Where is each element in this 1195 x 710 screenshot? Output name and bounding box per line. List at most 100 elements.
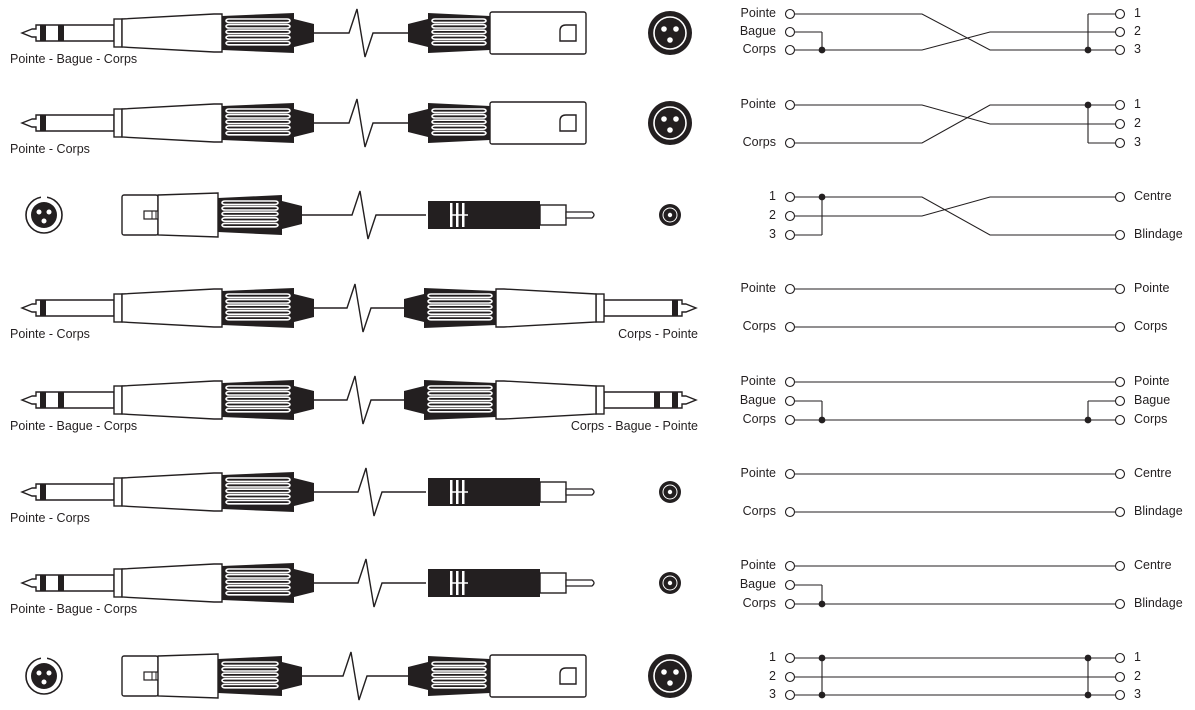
wire: [795, 104, 1115, 125]
wire-bridge: [818, 654, 826, 699]
pin-label-right: 1: [1134, 650, 1141, 664]
pin-label-right: Corps: [1134, 319, 1168, 333]
wire: [795, 31, 1115, 51]
cable-row-5: [20, 375, 698, 425]
cable-break: [314, 283, 404, 333]
connector-grip: [408, 13, 490, 53]
rca-face-icon: [659, 572, 681, 594]
rca-face-icon: [659, 204, 681, 226]
pin-label-left: 3: [769, 687, 776, 701]
cable-break: [314, 98, 408, 148]
connector-grip: [218, 195, 302, 235]
wiring-schematic-6: [784, 468, 1126, 518]
pin-label-right: 3: [1134, 687, 1141, 701]
cable-break: [314, 8, 408, 58]
wire: [795, 104, 1115, 144]
connector-grip: [222, 288, 314, 328]
terminal-left: [784, 468, 796, 480]
trs-jack-plug: [20, 380, 314, 420]
terminal-left: [784, 321, 796, 333]
pin-label-right: Bague: [1134, 393, 1171, 407]
terminal-left: [784, 229, 796, 241]
right-plug-caption: Corps - Pointe: [618, 327, 698, 341]
xlr-male-face-icon: [648, 11, 692, 55]
cable-row-7: [20, 558, 681, 608]
pin-label-left: 1: [769, 189, 776, 203]
pin-label-right: Blindage: [1134, 504, 1183, 518]
cable-row-4: [20, 283, 698, 333]
cable-break: [314, 375, 404, 425]
right-plug-caption: Corps - Bague - Pointe: [570, 419, 698, 433]
terminal-left: [784, 44, 796, 56]
terminal-right: [1114, 26, 1126, 38]
pin-label-right: Centre: [1134, 466, 1172, 480]
connector-grip: [404, 288, 496, 328]
terminal-right: [1114, 191, 1126, 203]
pin-label-right: Pointe: [1134, 374, 1170, 388]
wire-bridge: [1084, 400, 1115, 424]
terminal-right: [1114, 671, 1126, 683]
terminal-left: [784, 598, 796, 610]
trs-jack-plug: [20, 13, 314, 53]
left-plug-caption: Pointe - Corps: [10, 327, 90, 341]
pin-label-left: Pointe: [740, 374, 776, 388]
pin-label-left: Corps: [742, 319, 776, 333]
cable-row-1: [20, 8, 692, 58]
pin-label-right: Blindage: [1134, 227, 1183, 241]
pin-label-left: Corps: [742, 135, 776, 149]
cable-break: [314, 467, 426, 517]
junction-dot: [818, 600, 826, 608]
cable-break: [314, 558, 426, 608]
left-plug-caption: Pointe - Corps: [10, 511, 90, 525]
wire-bridge: [795, 31, 826, 54]
junction-dot: [818, 654, 826, 662]
pin-label-right: 3: [1134, 42, 1141, 56]
rca-face-icon: [659, 481, 681, 503]
terminal-right: [1114, 44, 1126, 56]
pin-label-left: Pointe: [740, 558, 776, 572]
pin-label-left: Pointe: [740, 466, 776, 480]
junction-dot: [1084, 416, 1092, 424]
pin-label-right: Pointe: [1134, 281, 1170, 295]
connector-grip: [404, 380, 496, 420]
rca-plug: [428, 569, 595, 597]
terminal-left: [784, 210, 796, 222]
pin-label-right: Blindage: [1134, 596, 1183, 610]
terminal-left: [784, 560, 796, 572]
wire-bridge: [795, 400, 826, 424]
terminal-right: [1114, 283, 1126, 295]
terminal-right: [1114, 689, 1126, 701]
xlr-male-face-icon: [648, 654, 692, 698]
pin-label-right: 1: [1134, 6, 1141, 20]
junction-dot: [818, 691, 826, 699]
xlr-male-plug: [408, 11, 587, 55]
wiring-schematic-7: [784, 560, 1126, 610]
wiring-schematic-8: [784, 652, 1126, 701]
xlr-male-face-icon: [648, 101, 692, 145]
pin-label-right: Centre: [1134, 189, 1172, 203]
terminal-left: [784, 376, 796, 388]
pin-label-right: 1: [1134, 97, 1141, 111]
cable-row-8: [25, 651, 692, 701]
connector-grip: [222, 13, 314, 53]
terminal-right: [1114, 376, 1126, 388]
pin-label-left: Bague: [739, 24, 776, 38]
terminal-left: [784, 191, 796, 203]
pin-label-right: Centre: [1134, 558, 1172, 572]
connector-grip: [408, 656, 490, 696]
terminal-right: [1114, 414, 1126, 426]
terminal-right: [1114, 8, 1126, 20]
connector-grip: [222, 103, 314, 143]
pin-label-left: Pointe: [740, 6, 776, 20]
trs-jack-plug: [404, 380, 698, 420]
wiring-schematic-3: [784, 191, 1126, 241]
terminal-right: [1114, 506, 1126, 518]
trs-jack-plug: [20, 563, 314, 603]
connector-grip: [408, 103, 490, 143]
junction-dot: [818, 46, 826, 54]
cable-row-3: [25, 190, 681, 240]
ts-jack-plug: [404, 288, 698, 328]
pin-label-left: Corps: [742, 412, 776, 426]
